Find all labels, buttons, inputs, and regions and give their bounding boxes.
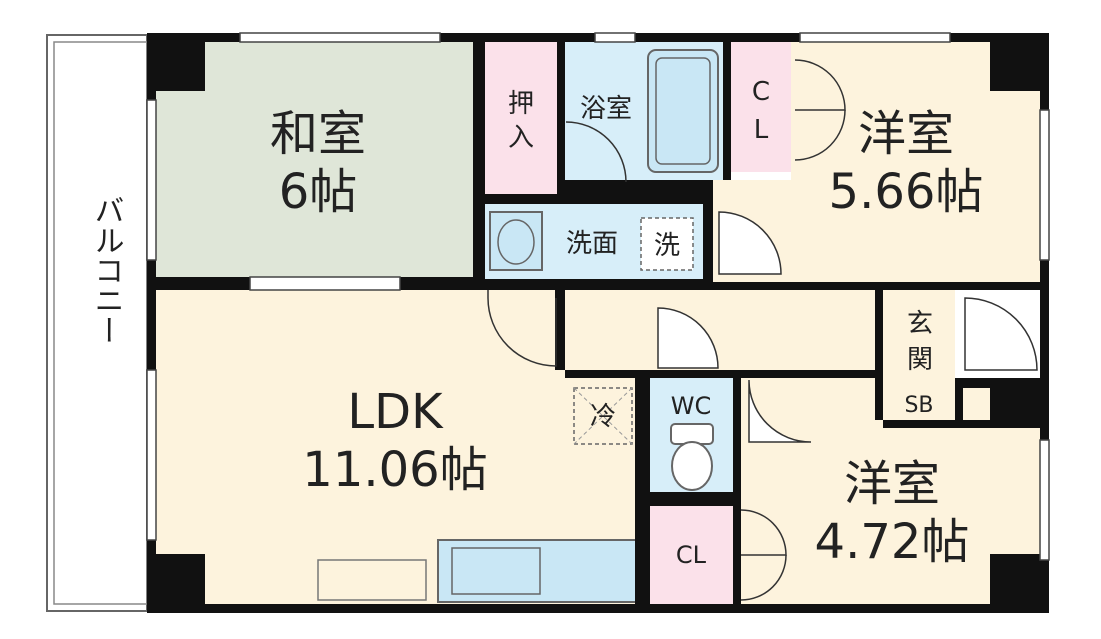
youshitsu2-size: 4.72帖 [815, 514, 970, 570]
genkan-label-top: 玄 [907, 309, 933, 339]
wc-label: WC [671, 392, 712, 420]
oshiire-label-top: 押 [508, 89, 534, 119]
walls [147, 33, 1049, 613]
balcony-label: バルコニー [89, 195, 124, 345]
hall-floor [565, 290, 883, 370]
kitchen-counter [437, 539, 639, 603]
kitchen-stove [317, 559, 427, 601]
youshitsu2-name: 洋室 [844, 456, 940, 512]
fridge-label: 冷 [590, 402, 616, 432]
washitsu-floor [155, 42, 473, 277]
washbasin-bowl [497, 219, 535, 265]
closet-top-floor [731, 42, 791, 172]
bathtub-inner [655, 57, 711, 165]
washroom-label: 洗面 [566, 229, 618, 259]
toilet-bowl [671, 441, 713, 491]
labels: バルコニー 和室 6帖 押 入 浴室 C L 洋室 5.66帖 洗面 洗 LDK… [89, 77, 984, 570]
closet-top-label-bottom: L [754, 115, 769, 145]
closet-bottom-label: CL [676, 541, 707, 569]
oshiire-label-bottom: 入 [508, 123, 534, 153]
genkan-label-bottom: 関 [907, 345, 933, 375]
shoebox-label: SB [904, 393, 933, 418]
bath-label: 浴室 [580, 94, 632, 124]
doors [487, 59, 1038, 601]
kitchen-sink [451, 547, 541, 595]
ldk-name: LDK [347, 384, 444, 440]
balcony-area [46, 34, 148, 612]
ldk-size: 11.06帖 [302, 442, 487, 498]
genkan-floor [883, 290, 955, 385]
washitsu-name: 和室 [270, 106, 366, 162]
washer-space [640, 217, 694, 271]
closet-top-label-top: C [752, 77, 770, 107]
closet-bottom-floor [650, 506, 733, 604]
oshiire-floor [485, 42, 557, 194]
youshitsu1-size: 5.66帖 [829, 164, 984, 220]
youshitsu1-name: 洋室 [858, 106, 954, 162]
bathtub [647, 49, 719, 173]
washitsu-size: 6帖 [279, 164, 358, 220]
windows [146, 32, 1050, 561]
fridge-space [573, 387, 633, 445]
washer-label: 洗 [654, 231, 680, 261]
